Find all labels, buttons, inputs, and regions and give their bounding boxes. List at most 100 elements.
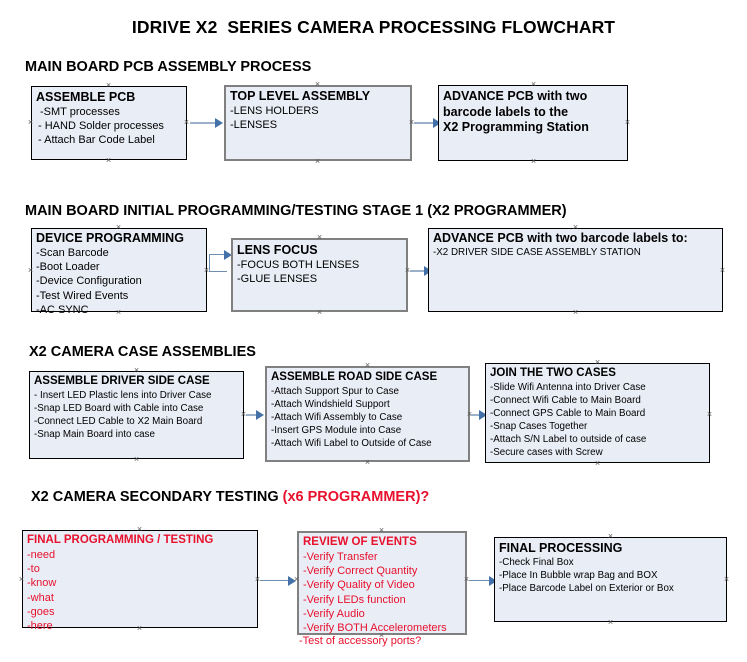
connection-handle-icon[interactable]: [316, 309, 323, 316]
connector-arrowhead-icon: [288, 576, 296, 586]
box-line: -Check Final Box: [499, 557, 574, 568]
section-heading-main-board-initial-programming: MAIN BOARD INITIAL PROGRAMMING/TESTING S…: [25, 203, 567, 219]
box-line: -Secure cases with Screw: [490, 447, 603, 458]
connector-arrowhead-icon: [256, 410, 264, 420]
box-line: -Snap Cases Together: [490, 421, 588, 432]
connection-handle-icon[interactable]: [136, 625, 143, 632]
box-line: -know: [27, 577, 57, 590]
box-advance-pcb-driver-side[interactable]: ADVANCE PCB with two barcode labels to: …: [428, 228, 723, 312]
connection-handle-icon[interactable]: [115, 224, 122, 231]
connector-arrow: [209, 254, 210, 272]
connection-handle-icon[interactable]: [607, 533, 614, 540]
box-line: - Attach Bar Code Label: [38, 134, 155, 147]
connection-handle-icon[interactable]: [530, 158, 537, 165]
box-final-processing[interactable]: FINAL PROCESSING -Check Final Box -Place…: [494, 537, 727, 622]
box-line: -to: [27, 563, 40, 576]
connection-handle-icon[interactable]: [594, 460, 601, 467]
connector-arrow: [209, 271, 227, 272]
connection-handle-icon[interactable]: [136, 526, 143, 533]
connector-arrow: [414, 122, 438, 124]
box-title: ASSEMBLE PCB: [36, 90, 136, 104]
connection-handle-icon[interactable]: [314, 158, 321, 165]
box-line: -Verify Transfer: [303, 551, 378, 563]
box-assemble-pcb[interactable]: ASSEMBLE PCB -SMT processes - HAND Solde…: [31, 86, 187, 160]
box-line: -LENSES: [230, 119, 278, 132]
connection-handle-icon[interactable]: [133, 367, 140, 374]
box-line: -goes: [27, 605, 55, 618]
connection-handle-icon[interactable]: [572, 224, 579, 231]
connection-handle-icon[interactable]: [624, 119, 631, 126]
connection-handle-icon[interactable]: [572, 309, 579, 316]
box-line: -Connect GPS Cable to Main Board: [490, 408, 646, 419]
connection-handle-icon[interactable]: [105, 82, 112, 89]
connection-handle-icon[interactable]: [115, 309, 122, 316]
section-heading-main-board-pcb-assembly: MAIN BOARD PCB ASSEMBLY PROCESS: [25, 59, 312, 75]
connection-handle-icon[interactable]: [378, 527, 385, 534]
connection-handle-icon[interactable]: [594, 359, 601, 366]
connector-arrow: [471, 414, 483, 416]
box-line: -Attach S/N Label to outside of case: [490, 434, 647, 445]
box-final-programming-testing[interactable]: FINAL PROGRAMMING / TESTING -need -to -k…: [22, 530, 258, 632]
box-line: -Verify BOTH Accelerometers: [303, 622, 447, 635]
box-title: TOP LEVEL ASSEMBLY: [230, 89, 371, 103]
box-assemble-road-side-case[interactable]: ASSEMBLE ROAD SIDE CASE -Attach Support …: [265, 366, 470, 462]
connection-handle-icon[interactable]: [364, 459, 371, 466]
connector-arrow: [410, 270, 430, 272]
box-line: -SMT processes: [40, 106, 120, 118]
section-heading-text: X2 CAMERA SECONDARY TESTING: [31, 489, 283, 505]
box-overflow-line: -Test of accessory ports?: [299, 635, 422, 647]
connection-handle-icon[interactable]: [316, 234, 323, 241]
box-line: -Verify Correct Quantity: [303, 565, 418, 578]
connector-arrow: [190, 122, 218, 124]
box-line: -Scan Barcode: [36, 247, 109, 259]
connection-handle-icon[interactable]: [293, 576, 300, 583]
box-advance-pcb-programming-station[interactable]: ADVANCE PCB with two barcode labels to t…: [438, 85, 628, 161]
box-device-programming[interactable]: DEVICE PROGRAMMING -Scan Barcode -Boot L…: [31, 228, 207, 316]
connector-arrow: [209, 254, 227, 255]
page-title: IDRIVE X2 SERIES CAMERA PROCESSING FLOWC…: [131, 17, 616, 37]
connection-handle-icon[interactable]: [27, 267, 34, 274]
box-line: -Attach Wifi Assembly to Case: [271, 412, 403, 423]
box-review-of-events[interactable]: REVIEW OF EVENTS -Verify Transfer -Verif…: [297, 531, 467, 635]
box-top-level-assembly[interactable]: TOP LEVEL ASSEMBLY -LENS HOLDERS -LENSES: [224, 85, 412, 161]
section-heading-x2-camera-secondary-testing: X2 CAMERA SECONDARY TESTING (x6 PROGRAMM…: [31, 489, 429, 505]
box-title: LENS FOCUS: [237, 243, 318, 257]
box-join-the-two-cases[interactable]: JOIN THE TWO CASES -Slide Wifi Antenna i…: [485, 363, 710, 463]
connection-handle-icon[interactable]: [18, 576, 25, 583]
connection-handle-icon[interactable]: [105, 157, 112, 164]
box-line: -Boot Loader: [36, 261, 100, 274]
box-line: -LENS HOLDERS: [230, 105, 319, 117]
box-line: -Place Barcode Label on Exterior or Box: [499, 583, 674, 594]
box-title: DEVICE PROGRAMMING: [36, 231, 184, 245]
connection-handle-icon[interactable]: [706, 411, 713, 418]
box-line: -Attach Windshield Support: [271, 399, 390, 410]
connection-handle-icon[interactable]: [719, 267, 726, 274]
box-line: -Verify Quality of Video: [303, 579, 415, 592]
box-line: -need: [27, 549, 56, 561]
box-line: -Snap Main Board into case: [34, 429, 155, 440]
connection-handle-icon[interactable]: [530, 81, 537, 88]
box-line: - HAND Solder processes: [38, 120, 164, 133]
connection-handle-icon[interactable]: [364, 362, 371, 369]
box-assemble-driver-side-case[interactable]: ASSEMBLE DRIVER SIDE CASE - Insert LED P…: [29, 371, 244, 459]
box-line: -Test Wired Events: [36, 289, 129, 302]
box-line: -Place In Bubble wrap Bag and BOX: [499, 570, 658, 581]
connection-handle-icon[interactable]: [723, 576, 730, 583]
connection-handle-icon[interactable]: [607, 619, 614, 626]
connection-handle-icon[interactable]: [27, 119, 34, 126]
connector-arrow: [260, 580, 293, 581]
box-line: -GLUE LENSES: [237, 273, 318, 286]
connector-arrow: [246, 414, 260, 416]
box-line: X2 Programming Station: [443, 120, 589, 134]
box-line: -Attach Wifi Label to Outside of Case: [271, 438, 432, 449]
connection-handle-icon[interactable]: [183, 119, 190, 126]
box-lens-focus[interactable]: LENS FOCUS -FOCUS BOTH LENSES -GLUE LENS…: [231, 238, 408, 312]
connection-handle-icon[interactable]: [314, 81, 321, 88]
connection-handle-icon[interactable]: [133, 456, 140, 463]
box-title: ASSEMBLE ROAD SIDE CASE: [271, 371, 438, 383]
connector-arrowhead-icon: [489, 576, 497, 586]
section-heading-x2-camera-case-assemblies: X2 CAMERA CASE ASSEMBLIES: [29, 344, 256, 360]
connector-arrowhead-icon: [215, 118, 223, 128]
connection-handle-icon[interactable]: [378, 632, 385, 639]
